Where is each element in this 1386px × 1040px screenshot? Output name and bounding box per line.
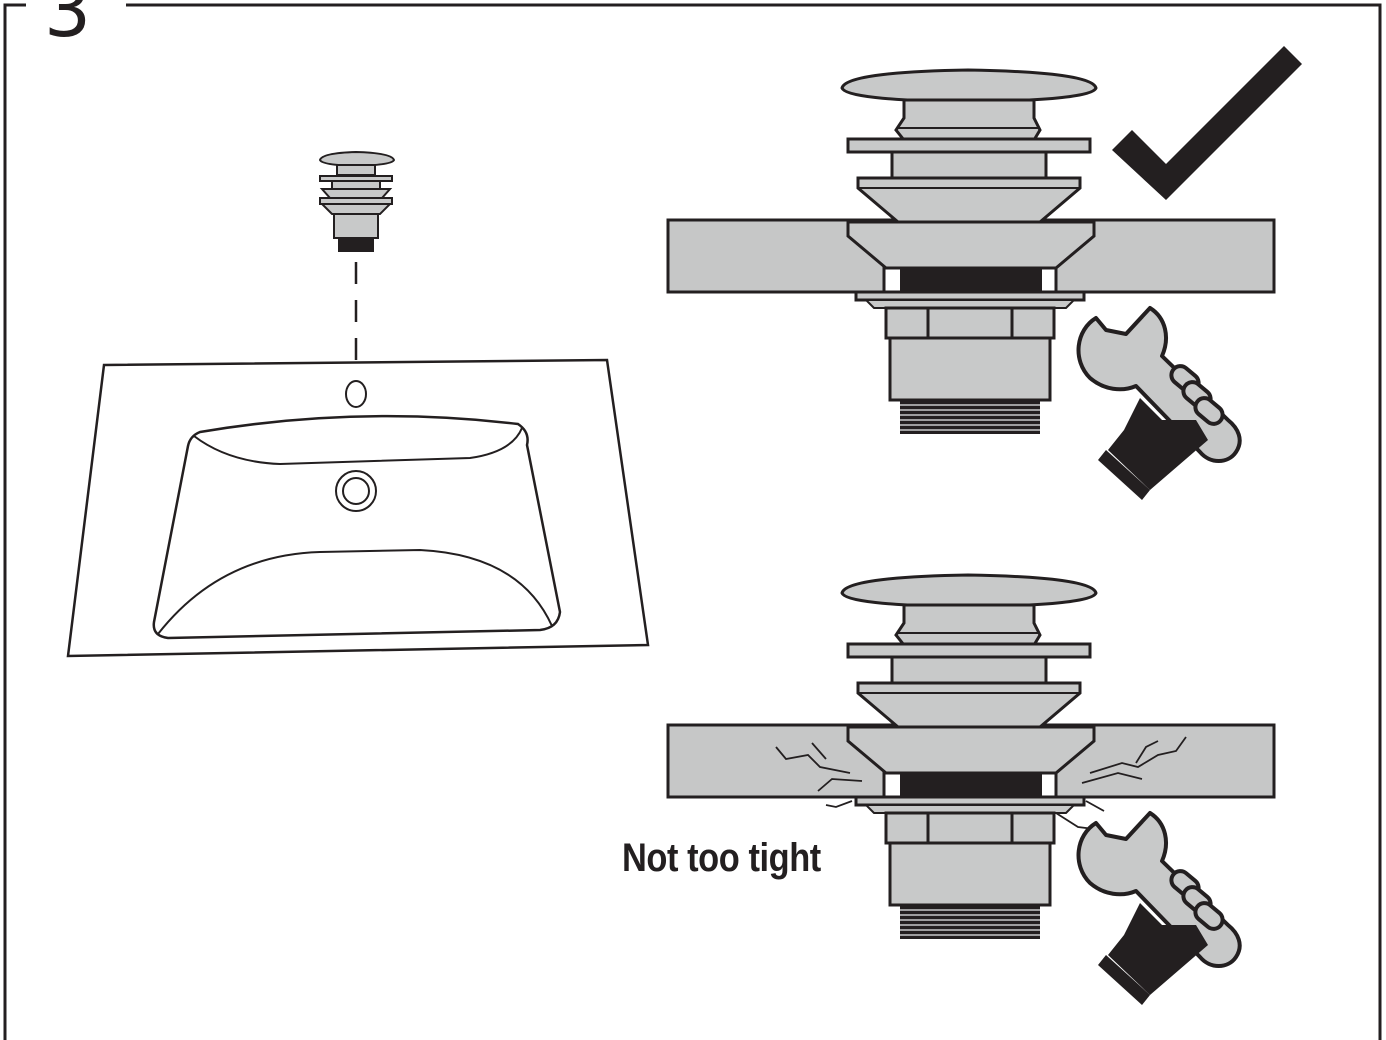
correct-install-detail: [666, 68, 1276, 502]
wrench-icon: [1076, 811, 1242, 1007]
step-number: 3: [38, 0, 98, 48]
small-drain-plug: [318, 150, 396, 252]
incorrect-install-detail: [666, 573, 1276, 1007]
frame: [3, 3, 1382, 1040]
warning-label: Not too tight: [622, 836, 821, 880]
washbasin: [66, 358, 650, 658]
wrench-icon: [1076, 306, 1242, 502]
checkmark-icon: [1112, 46, 1302, 200]
